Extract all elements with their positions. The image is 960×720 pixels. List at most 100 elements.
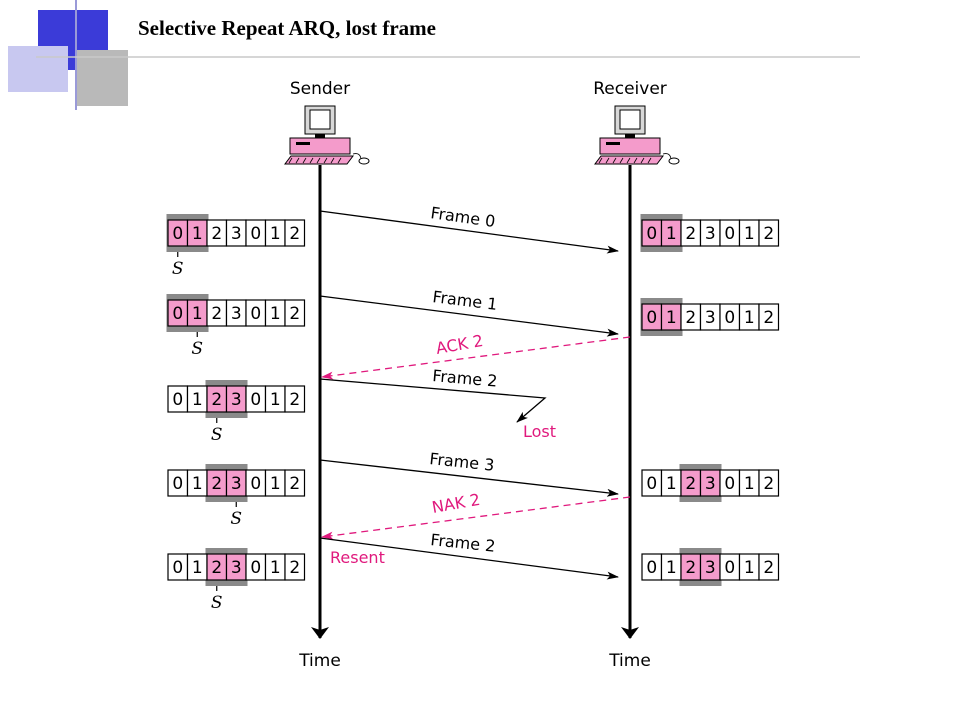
sequence-number: 1 [192,474,203,494]
computer-icon [284,105,370,165]
message-frame: Frame 3 [319,449,619,497]
pointer-label: S [172,259,184,279]
keyboard-key [647,157,652,164]
mouse [668,157,680,165]
frame-arrow [319,459,619,497]
sequence-number: 2 [763,308,774,328]
frame-label: Frame 2 [432,366,499,391]
monitor-stand [625,134,635,138]
sequence-number: 0 [172,474,183,494]
sequence-number: 1 [270,304,281,324]
disk-slot [296,142,310,145]
sequence-cell [758,553,780,581]
sequence-number: 2 [763,558,774,578]
frame-label: Frame 3 [429,449,496,475]
mouse-cable [662,153,672,160]
sequence-number: 3 [231,390,242,410]
keyboard-key [612,157,617,164]
sequence-cell [758,219,780,247]
slide-title: Selective Repeat ARQ, lost frame [138,16,436,40]
keyboard-key [295,157,300,164]
decor-light-square [8,46,68,92]
keyboard-key [316,157,321,164]
frame-arrow [319,537,619,580]
keyboard-key [288,157,293,164]
ack-label: ACK 2 [434,331,484,358]
sequence-number: 2 [289,558,300,578]
monitor-screen [309,109,331,130]
sequence-cell [284,299,306,327]
sequence-number: 1 [666,474,677,494]
sequence-number: 1 [192,390,203,410]
sequence-number: 0 [724,558,735,578]
sequence-number: 3 [705,224,716,244]
decor-gray-square [76,50,128,106]
mouse-cable [352,153,362,160]
keyboard-key [619,157,624,164]
pointer-label: S [211,593,223,613]
ack-arrow [321,336,631,380]
nak-label: NAK 2 [430,490,481,517]
sequence-cell [284,469,306,497]
sequence-number: 3 [231,474,242,494]
monitor-screen [619,109,641,130]
sequence-number: 2 [211,474,222,494]
sequence-number: 0 [250,558,261,578]
pointer-label: S [211,425,223,445]
cpu-case [289,137,351,155]
sequence-number: 1 [192,304,203,324]
receiver-label: Receiver [593,79,667,99]
message-frame: Frame 1 [319,287,619,337]
sequence-number: 0 [250,474,261,494]
sequence-number: 0 [172,558,183,578]
keyboard-key [309,157,314,164]
lost-frame-arrow [319,378,547,423]
keyboard-key [640,157,645,164]
disk-slot [606,142,620,145]
sequence-number: 3 [231,304,242,324]
sequence-number: 1 [666,224,677,244]
sequence-number: 1 [270,474,281,494]
sequence-number: 2 [289,304,300,324]
sequence-number: 2 [685,558,696,578]
sequence-number: 1 [744,308,755,328]
sequence-number: 0 [250,224,261,244]
sequence-number: 0 [646,224,657,244]
sequence-number: 2 [763,474,774,494]
sequence-number: 2 [685,474,696,494]
sequence-number: 1 [744,474,755,494]
sequence-number: 0 [172,304,183,324]
message-frame: Frame 0 [319,203,619,254]
keyboard-key [337,157,342,164]
sequence-number: 0 [646,558,657,578]
sequence-number: 3 [231,558,242,578]
keyboard-key [598,157,603,164]
sender-label: Sender [290,79,350,99]
sequence-cell [758,469,780,497]
sequence-cell [284,385,306,413]
keyboard-key [605,157,610,164]
sequence-number: 3 [231,224,242,244]
sender-time-label: Time [298,651,341,671]
sequence-number: 0 [724,308,735,328]
sequence-cell [284,553,306,581]
sequence-number: 0 [646,308,657,328]
sequence-number: 2 [211,224,222,244]
frame-label: Frame 1 [432,287,499,314]
sequence-number: 1 [270,224,281,244]
keyboard-key [633,157,638,164]
frame-label: Frame 2 [430,530,497,556]
sequence-number: 1 [744,558,755,578]
keyboard-key [302,157,307,164]
sequence-number: 1 [270,390,281,410]
sequence-number: 3 [705,558,716,578]
sequence-number: 1 [744,224,755,244]
sequence-number: 1 [192,558,203,578]
